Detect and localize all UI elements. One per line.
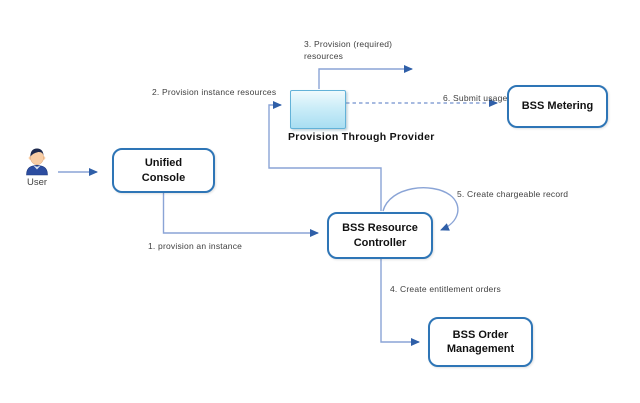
- arrow-1-provision-instance: [162, 191, 319, 237]
- node-bss-resource-controller: BSS Resource Controller: [327, 212, 433, 259]
- node-provision-through-provider: [290, 90, 346, 129]
- edge-label-provision-an-instance: 1. provision an instance: [148, 241, 243, 251]
- node-provision-through-provider-label: Provision Through Provider: [288, 131, 435, 143]
- edge-label-submit-usage: 6. Submit usage: [443, 93, 508, 103]
- node-bss-metering-label: BSS Metering: [521, 100, 594, 113]
- node-bss-resource-controller-label: BSS Resource Controller: [342, 222, 418, 249]
- node-bss-order-management-label: BSS Order Management: [446, 328, 515, 355]
- node-bss-order-management: BSS Order Management: [428, 317, 533, 367]
- node-unified-console-label: Unified Console: [141, 157, 186, 184]
- arrow-3-provision-required-resources: [318, 65, 413, 89]
- node-unified-console: Unified Console: [112, 148, 215, 193]
- node-bss-metering: BSS Metering: [507, 85, 608, 128]
- arrow-2-provision-instance-resources: [268, 101, 382, 211]
- arrow-5-create-chargeable-record-loop: [382, 187, 459, 231]
- user-icon: [26, 148, 48, 176]
- edge-label-provision-instance-resources: 2. Provision instance resources: [152, 87, 277, 97]
- user-label: User: [26, 177, 48, 188]
- edge-label-create-entitlement-orders: 4. Create entitlement orders: [390, 284, 501, 294]
- arrow-4-create-entitlement-orders: [380, 256, 420, 346]
- edge-label-provision-required-resources: 3. Provision (required) resources: [304, 39, 393, 62]
- edge-label-create-chargeable-record: 5. Create chargeable record: [457, 189, 569, 199]
